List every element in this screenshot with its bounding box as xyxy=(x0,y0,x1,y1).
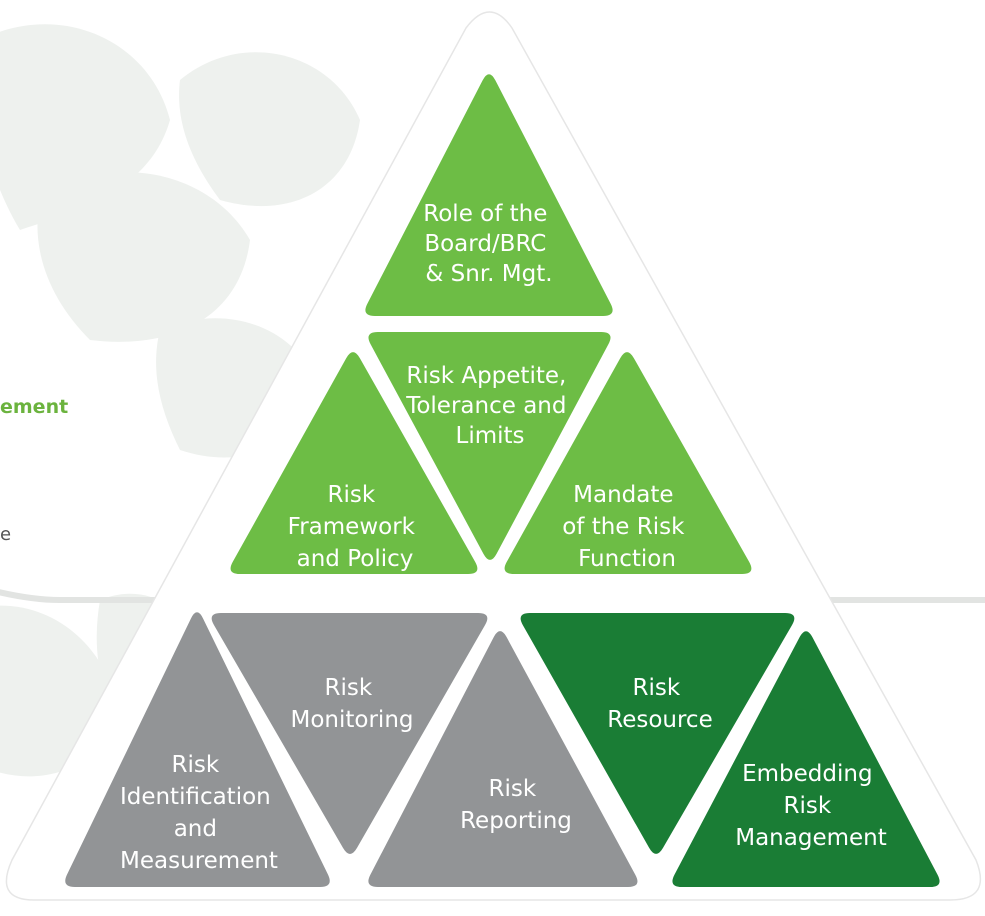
side-heading-fragment: ement xyxy=(0,396,69,418)
segment-mandate xyxy=(504,352,752,574)
label-reporting: Risk Reporting xyxy=(460,776,572,834)
segment-embedding xyxy=(672,631,940,887)
background-leaves xyxy=(0,24,360,777)
segment-resource xyxy=(520,613,795,854)
pyramid-segments xyxy=(65,74,940,887)
label-resource: Risk Resource xyxy=(607,675,712,733)
segment-appetite xyxy=(368,332,611,560)
label-monitoring: Risk Monitoring xyxy=(291,675,414,733)
side-text-fragment: e xyxy=(0,524,12,545)
segment-monitoring xyxy=(211,613,488,854)
segment-identification xyxy=(65,612,330,887)
label-mandate: Mandate of the Risk Function xyxy=(562,482,692,572)
label-board: Role of the Board/BRC & Snr. Mgt. xyxy=(423,201,554,287)
label-appetite: Risk Appetite, Tolerance and Limits xyxy=(405,363,574,449)
panel-divider xyxy=(0,589,985,603)
label-identification: Risk Identification and Measurement xyxy=(120,752,278,874)
segment-reporting xyxy=(368,631,638,887)
segment-framework xyxy=(230,352,478,574)
label-framework: Risk Framework and Policy xyxy=(288,482,423,572)
segment-board xyxy=(365,74,613,316)
label-embedding: Embedding Risk Management xyxy=(735,761,887,851)
